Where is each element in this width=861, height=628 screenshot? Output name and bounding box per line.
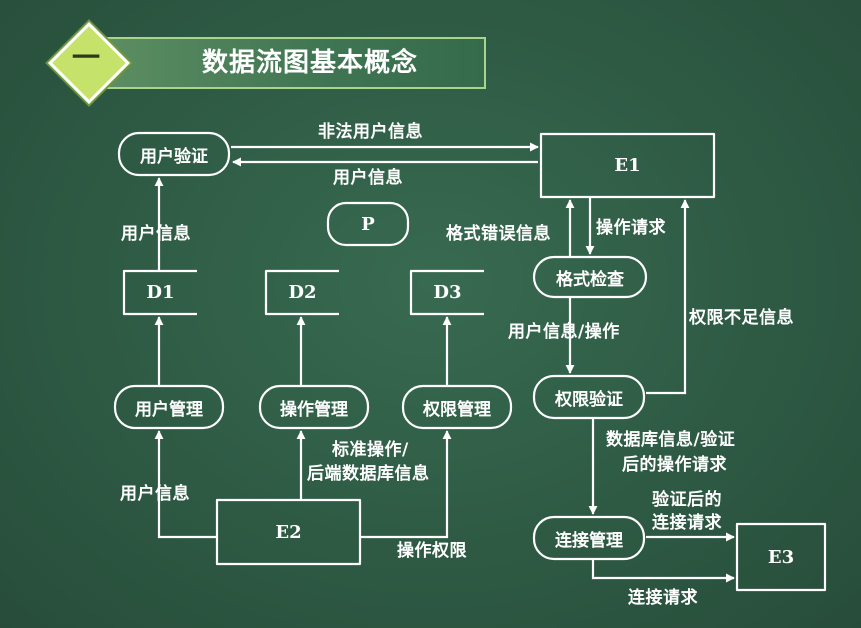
label-insufficient-perm: 权限不足信息 — [689, 308, 794, 328]
process-op-mgmt-shape — [258, 384, 370, 430]
process-conn-mgmt-shape — [532, 515, 646, 561]
store-d1: D1 — [146, 282, 175, 303]
label-op-permission: 操作权限 — [397, 541, 467, 561]
label-verified-line1: 验证后的 — [652, 490, 722, 510]
label-user-info-bottom: 用户信息 — [120, 484, 190, 504]
flow-op-permission — [360, 430, 452, 539]
label-user-info-top: 用户信息 — [333, 168, 403, 188]
store-d2-shape — [264, 269, 339, 316]
store-d3-shape — [409, 269, 484, 316]
entity-e1-shape — [539, 132, 716, 199]
store-d2: D2 — [288, 282, 317, 303]
process-user-mgmt-shape — [113, 384, 225, 430]
process-user-auth-shape — [117, 131, 231, 177]
process-format-check: 格式检查 — [556, 269, 624, 290]
label-conn-request: 连接请求 — [628, 588, 698, 608]
store-d1-shape — [122, 269, 197, 316]
process-p-shape — [326, 201, 410, 247]
process-p: P — [361, 213, 375, 235]
flow-insufficient-perm — [646, 199, 690, 395]
process-perm-mgmt-shape — [401, 384, 513, 430]
entity-e3: E3 — [767, 546, 795, 568]
label-illegal-user-info: 非法用户信息 — [318, 122, 423, 142]
page-title: 数据流图基本概念 — [202, 48, 419, 78]
label-user-info-left: 用户信息 — [121, 224, 191, 244]
label-op-request: 操作请求 — [596, 218, 666, 238]
process-permission-auth-shape — [532, 374, 646, 420]
label-user-info-op: 用户信息/操作 — [508, 322, 620, 342]
title-banner — [88, 37, 486, 89]
process-perm-mgmt: 权限管理 — [423, 399, 491, 420]
store-d3: D3 — [433, 282, 462, 303]
flow-conn-request — [591, 559, 735, 583]
entity-e2-shape — [215, 498, 362, 566]
label-std-op-line1: 标准操作/ — [332, 440, 409, 460]
process-user-mgmt: 用户管理 — [135, 399, 203, 420]
label-db-info-line2: 后的操作请求 — [622, 455, 727, 475]
label-format-error-info: 格式错误信息 — [446, 224, 551, 244]
label-db-info-line1: 数据库信息/验证 — [606, 430, 736, 450]
entity-e3-shape — [735, 522, 827, 592]
process-conn-mgmt: 连接管理 — [555, 530, 623, 551]
entity-e2: E2 — [275, 521, 302, 543]
process-op-mgmt: 操作管理 — [280, 399, 348, 420]
process-user-auth: 用户验证 — [140, 146, 208, 167]
flow-user-info-bottom — [154, 430, 217, 539]
section-number: 一 — [71, 41, 100, 74]
label-std-op-line2: 后端数据库信息 — [307, 464, 430, 484]
process-permission-auth: 权限验证 — [555, 389, 623, 410]
label-verified-line2: 连接请求 — [652, 513, 722, 533]
process-format-check-shape — [532, 255, 648, 299]
entity-e1: E1 — [614, 155, 641, 176]
